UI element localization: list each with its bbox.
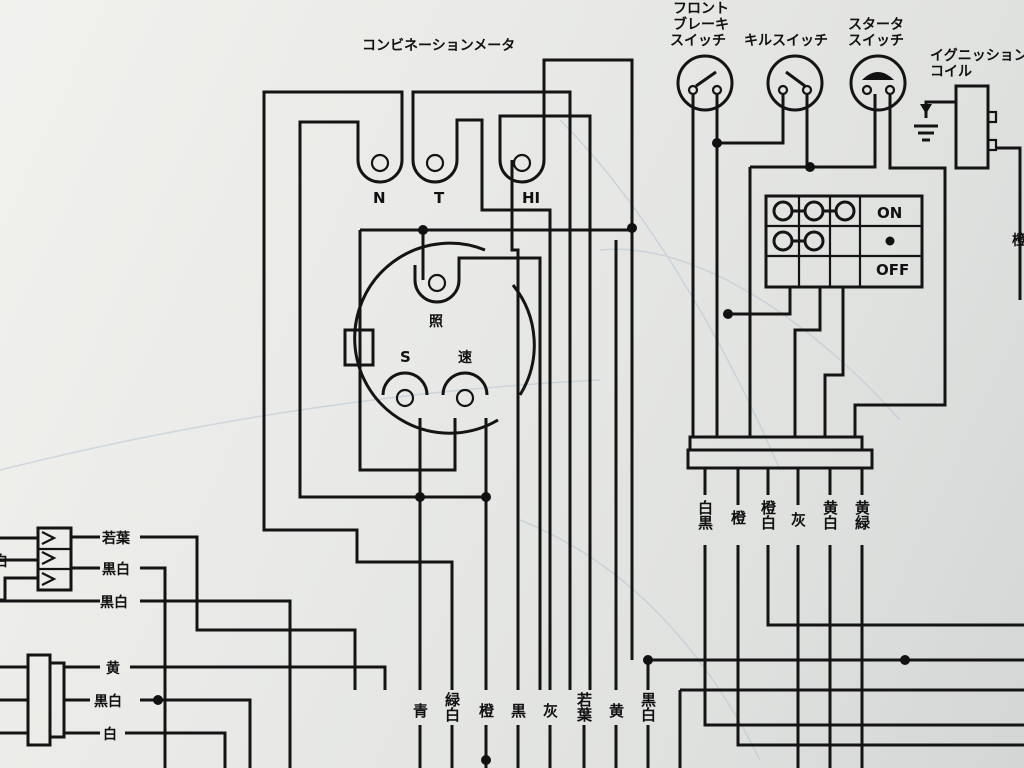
top-bulb-icon	[411, 153, 459, 184]
left-wire-label: 白	[103, 726, 117, 743]
bottom-wire-label: 黒白	[639, 692, 657, 723]
switch-wires	[678, 94, 1024, 768]
kill-switch-label: キルスイッチ	[744, 33, 828, 49]
bulb-label-n: N	[373, 189, 386, 207]
bottom-wire-label: 橙	[477, 702, 495, 719]
speed-bulb-icon	[441, 371, 489, 408]
left-wire-label: 若葉	[101, 530, 131, 547]
meter-wires	[262, 58, 1024, 768]
combination-meter-title: コンビネーションメータ	[362, 38, 515, 54]
front-brake-switch-label-1: フロント	[673, 1, 729, 17]
connector-wire-label: 黄緑	[853, 499, 871, 531]
left-wire-label: 黒白	[100, 594, 128, 611]
kill-switch-icon	[766, 54, 824, 112]
ignition-coil-label-2: コイル	[930, 64, 972, 80]
ground-icon	[914, 100, 956, 142]
neutral-bulb-icon	[356, 153, 404, 184]
bulb-label-illumination: 照	[429, 314, 443, 330]
diode-connector-icon	[36, 526, 73, 592]
starter-switch-label-1: スタータ	[848, 17, 904, 33]
right-edge-wire-label: 橙	[1012, 232, 1024, 249]
connector-wire-label: 橙白	[759, 499, 777, 531]
left-stub-label: 白	[0, 553, 8, 570]
front-brake-switch-label-2: ブレーキ	[673, 16, 729, 33]
bottom-wire-label: 緑白	[443, 691, 461, 723]
connector-wire-label: 黄白	[821, 499, 839, 531]
starter-switch-label-2: スイッチ	[848, 33, 904, 49]
bottom-wire-label: 若葉	[575, 691, 593, 723]
bulb-label-speed: 速	[458, 349, 472, 366]
background-show-through	[0, 119, 901, 761]
bulb-label-s: S	[400, 348, 411, 366]
illumination-bulb-icon	[413, 273, 461, 304]
connector-wire-label: 白黒	[696, 499, 714, 531]
left-wire-label: 黒白	[94, 693, 122, 710]
bottom-wire-label: 青	[411, 702, 429, 719]
ignition-on-label: ON	[877, 204, 902, 222]
sensor-bulb-icon	[381, 371, 429, 408]
bulb-label-t: T	[434, 189, 445, 207]
connector-wire-label: 橙	[729, 509, 747, 526]
bottom-wire-label: 黄	[607, 702, 625, 719]
speedometer-housing	[343, 241, 536, 435]
ignition-coil-label-1: イグニッション	[930, 47, 1024, 64]
bottom-wire-label: 黒	[509, 703, 527, 719]
starter-switch-icon	[849, 54, 907, 112]
left-wires	[0, 535, 387, 768]
ignition-coil-icon	[954, 84, 998, 170]
ignition-off-label: OFF	[876, 261, 909, 279]
high-beam-bulb-icon	[498, 153, 546, 184]
left-wire-label: 黄	[106, 660, 120, 677]
left-wire-label: 黒白	[102, 561, 130, 578]
front-brake-switch-icon	[676, 54, 734, 112]
coupler-connector-icon	[26, 653, 66, 747]
bulb-label-hi: HI	[522, 189, 540, 207]
bottom-wire-label: 灰	[541, 702, 559, 719]
front-brake-switch-label-3: スイッチ	[670, 33, 726, 49]
connector-wire-label: 灰	[789, 511, 807, 528]
